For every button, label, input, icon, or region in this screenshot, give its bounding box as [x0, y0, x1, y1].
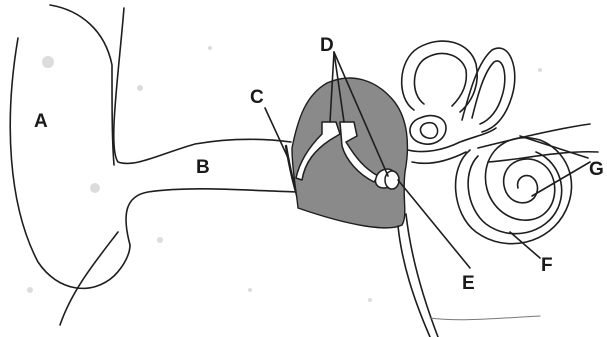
label-f: F — [541, 256, 553, 275]
superior-canal-inner — [414, 54, 466, 106]
eustachian-tube-wall-2 — [398, 226, 430, 337]
label-e: E — [462, 274, 475, 293]
cochlea-inner-spiral — [468, 152, 561, 234]
vestibule-lower — [412, 152, 466, 163]
lateral-canal-inner — [421, 123, 438, 139]
label-c: C — [250, 88, 264, 107]
auditory-nerve-upper — [478, 124, 590, 148]
bottom-stroke — [430, 316, 540, 320]
leader-e — [398, 180, 470, 268]
leader-c — [265, 108, 289, 160]
earlobe-fold — [60, 232, 118, 325]
semicircular-canals — [402, 41, 515, 163]
leader-g-1 — [520, 136, 588, 158]
leader-f — [510, 232, 540, 258]
pinna-ridge — [50, 5, 114, 165]
label-b: B — [196, 158, 210, 177]
auditory-nerve-lower — [488, 152, 598, 162]
label-d: D — [320, 36, 334, 55]
label-g: G — [589, 160, 604, 179]
ear-canal-lower-wall — [126, 189, 296, 245]
label-a: A — [34, 112, 48, 131]
lateral-canal-outer — [410, 116, 446, 144]
